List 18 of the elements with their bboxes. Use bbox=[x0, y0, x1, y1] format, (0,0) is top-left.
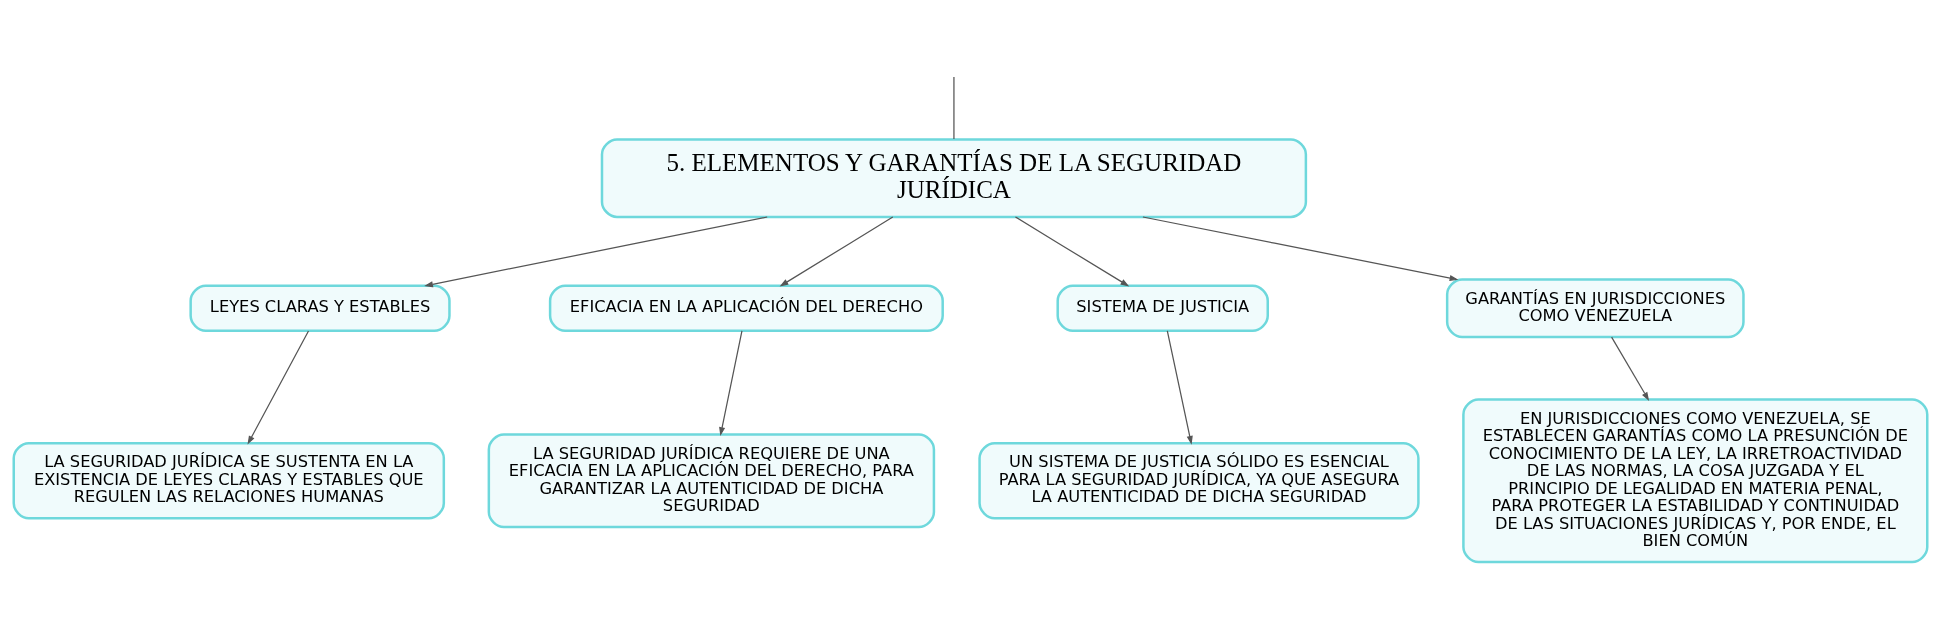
arrow bbox=[1142, 215, 1459, 281]
node-box: 5. ELEMENTOS Y GARANTÍAS DE LA SEGURIDAD JURÍDICA bbox=[600, 137, 1308, 218]
arrow bbox=[247, 329, 310, 445]
arrow bbox=[1610, 336, 1650, 401]
node-box: LEYES CLARAS Y ESTABLES bbox=[189, 283, 451, 332]
arrow bbox=[1014, 215, 1130, 286]
node-box: EFICACIA EN LA APLICACIÓN DEL DERECHO bbox=[548, 283, 944, 332]
node-box: EN JURISDICCIONES COMO VENEZUELA, SE ESTABLECEN GARANTÍAS COMO LA PRESUNCIÓN DE CONOCIMIENTO DE LA LEY, LA IRRETROACTIVIDAD DE LAS NORMAS, LA COSA JUZGADA Y EL PRINCIPIO DE LEGALIDAD EN MATERIA PENAL, PARA PROTEGER LA ESTABILIDAD Y CONTINUIDAD DE LAS SITUACIONES JURÍDICAS Y, POR ENDE, EL BIEN COMÚN bbox=[1462, 397, 1929, 563]
connector bbox=[953, 75, 955, 140]
node-box: SISTEMA DE JUSTICIA bbox=[1056, 283, 1269, 332]
arrow bbox=[424, 215, 768, 287]
arrow bbox=[779, 215, 894, 287]
node-box: UN SISTEMA DE JUSTICIA SÓLIDO ES ESENCIAL PARA LA SEGURIDAD JURÍDICA, YA QUE ASEGURA LA AUTENTICIDAD DE DICHA SEGURIDAD bbox=[978, 441, 1420, 519]
node-box: LA SEGURIDAD JURÍDICA REQUIERE DE UNA EFICACIA EN LA APLICACIÓN DEL DERECHO, PARA GARANTIZAR LA AUTENTICIDAD DE DICHA SEGURIDAD bbox=[487, 432, 936, 528]
arrow bbox=[719, 329, 743, 436]
node-box: GARANTÍAS EN JURISDICCIONES COMO VENEZUELA bbox=[1445, 277, 1745, 338]
node-box: LA SEGURIDAD JURÍDICA SE SUSTENTA EN LA EXISTENCIA DE LEYES CLARAS Y ESTABLES QUE REGULEN LAS RELACIONES HUMANAS bbox=[12, 441, 446, 519]
arrow bbox=[1166, 329, 1193, 445]
